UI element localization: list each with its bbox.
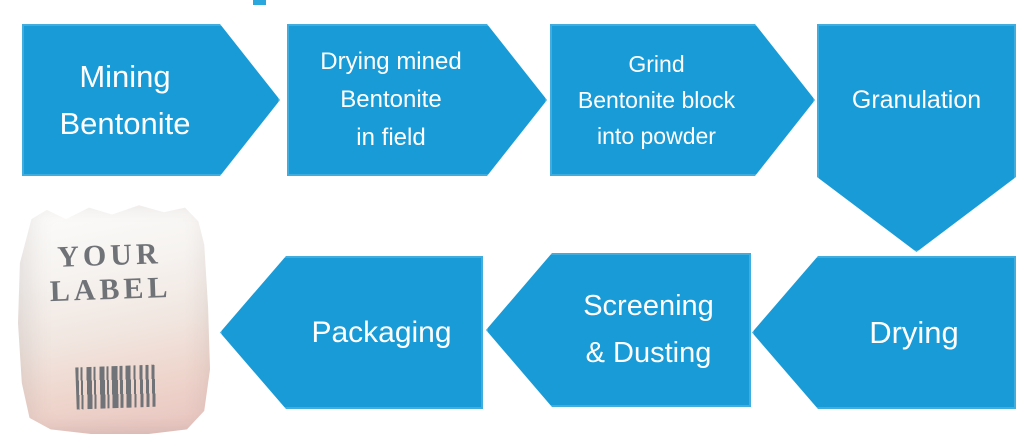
step-label-line: & Dusting [585,337,712,369]
step-mining-bentonite: Mining Bentonite [22,24,280,176]
step-drying: Drying [752,256,1016,409]
step-label-line: Drying [869,314,959,350]
step-label-line: in field [356,124,426,151]
cropped-title-fragment [253,0,266,5]
step-label-line: Grind [628,51,685,77]
product-pouch-image: YOUR LABEL [18,205,210,434]
step-label: Drying mined Bentonite in field [320,43,513,157]
step-label: Drying [809,315,959,351]
step-label-line: into powder [597,123,716,149]
step-label-line: Drying mined [320,48,462,75]
pouch-label-line: LABEL [49,270,172,309]
step-label-line: Granulation [851,86,982,114]
step-label-line: Packaging [311,315,452,349]
step-screening-dusting: Screening & Dusting [486,253,751,407]
step-label: Grind Bentonite block into powder [578,46,787,154]
step-packaging: Packaging [220,256,483,409]
step-label-line: Bentonite [340,86,442,113]
pouch-label-text: YOUR LABEL [18,236,203,310]
step-label-line: Bentonite [59,106,191,141]
step-grind-into-powder: Grind Bentonite block into powder [550,24,815,176]
step-label-line: Screening [583,290,714,322]
barcode-icon [75,364,161,410]
step-label: Granulation [817,24,1016,177]
step-label: Packaging [251,316,451,350]
step-label: Screening & Dusting [523,283,714,377]
step-label: Mining Bentonite [60,53,243,147]
step-label-line: Bentonite block [577,87,736,113]
step-drying-in-field: Drying mined Bentonite in field [287,24,547,176]
step-label-line: Mining [79,59,171,94]
step-granulation: Granulation [817,24,1016,252]
